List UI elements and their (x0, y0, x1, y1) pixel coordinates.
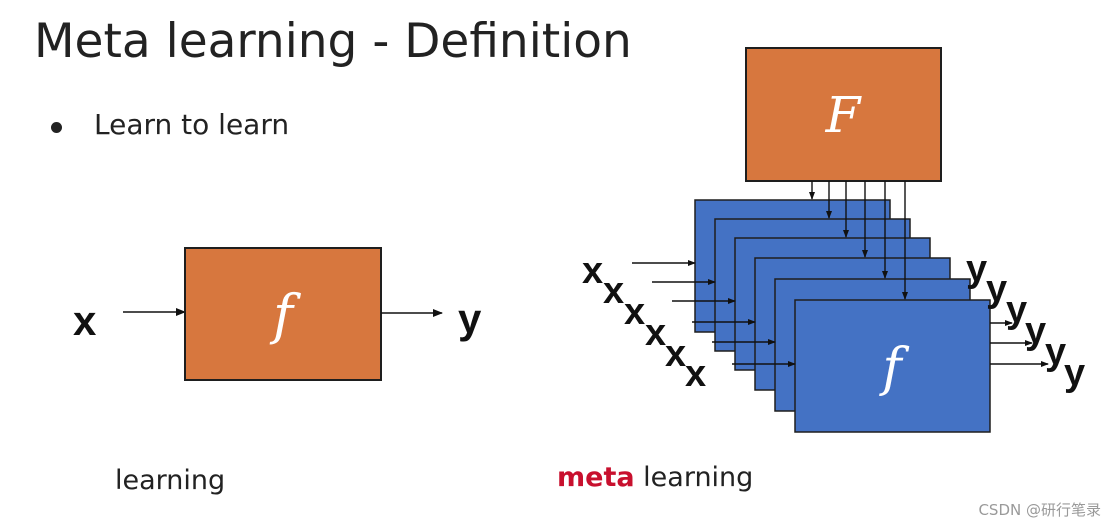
meta-output-y-6: y (1064, 352, 1085, 394)
meta-output-y-4: y (1025, 310, 1046, 352)
meta-input-x-5: x (665, 333, 686, 375)
meta-function-box (745, 47, 942, 182)
meta-output-y-2: y (986, 268, 1007, 310)
meta-learning-caption: meta learning (557, 462, 753, 493)
learning-diagram: x f y (73, 247, 482, 381)
output-y-label: y (458, 295, 482, 342)
learning-caption: learning (115, 465, 226, 496)
meta-learning-diagram: F f x x x x x x (582, 47, 1085, 433)
meta-input-x-3: x (624, 291, 645, 333)
page-title: Meta learning - Definition (34, 14, 632, 69)
meta-output-y-5: y (1045, 331, 1066, 373)
meta-caption-rest: learning (634, 462, 754, 493)
function-box (184, 247, 382, 381)
meta-function-label: F (825, 86, 863, 144)
meta-highlight-word: meta (557, 462, 635, 493)
bullet-text: Learn to learn (94, 108, 290, 141)
meta-input-x-6: x (685, 353, 706, 395)
input-x-label: x (73, 297, 97, 344)
bullet-dot (51, 122, 62, 133)
watermark: CSDN @研行笔录 (978, 501, 1101, 519)
meta-input-x-1: x (582, 250, 603, 292)
meta-input-x-4: x (645, 312, 666, 354)
meta-input-x-2: x (603, 270, 624, 312)
meta-output-y-3: y (1006, 289, 1027, 331)
meta-output-y-1: y (966, 248, 987, 290)
